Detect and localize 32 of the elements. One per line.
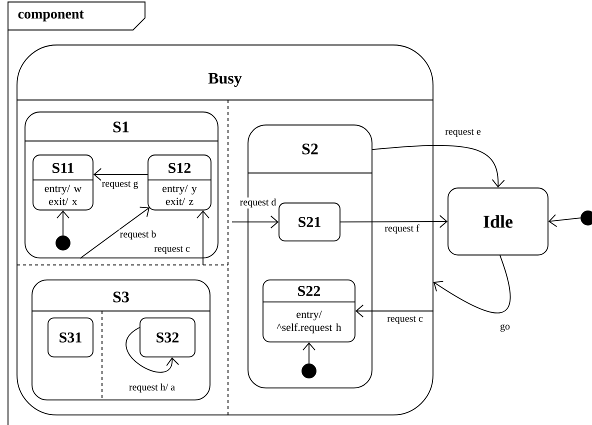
arrow [80, 206, 150, 259]
state-box: Idle [448, 188, 548, 256]
edge-label: request c [386, 315, 424, 325]
arrow [93, 168, 148, 181]
state-box: S12 entry/ y exit/ z [148, 154, 212, 210]
initial-state-dot [580, 210, 592, 226]
state-box: S22 entry/ ^self.request h [262, 280, 356, 342]
edge-label: request d [238, 197, 278, 209]
edge-label: go [499, 323, 511, 333]
state-box: S21 [278, 202, 340, 242]
arrow [126, 327, 180, 373]
arrow [372, 145, 505, 188]
arrow [355, 304, 434, 318]
edge-label: request b [118, 229, 158, 241]
edge-label: request f [384, 223, 420, 235]
edge-label: request g [100, 180, 140, 190]
frame-tab: component [8, 2, 146, 30]
arrow [302, 342, 316, 364]
initial-state-dot [56, 236, 70, 250]
arrow [548, 214, 581, 228]
state-box: S11 entry/ w exit/ x [32, 154, 94, 210]
state-box: S32 [140, 318, 196, 358]
arrow [340, 215, 448, 228]
edge-label: request c [153, 245, 191, 255]
arrow [196, 210, 210, 266]
state-box: S31 [48, 318, 94, 358]
edge-label: request e [444, 128, 482, 138]
edge-label: request h/ a [128, 382, 176, 394]
arrow [232, 216, 279, 228]
arrow [433, 255, 511, 314]
initial-state-dot [302, 364, 316, 378]
arrow [56, 210, 70, 236]
